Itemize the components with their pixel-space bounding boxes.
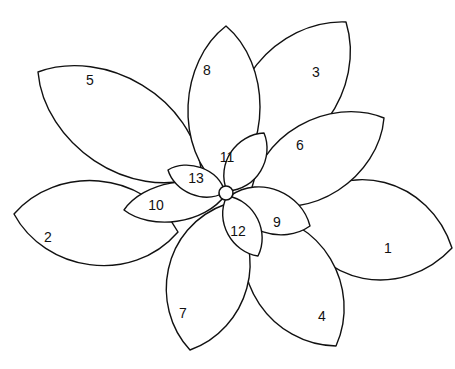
callout-number: 7: [179, 306, 187, 320]
callout-number: 3: [312, 65, 320, 79]
callout-number: 2: [44, 230, 52, 244]
petal: [38, 66, 202, 183]
callout-number: 5: [86, 73, 94, 87]
callout-number: 9: [273, 215, 281, 229]
callout-number: 4: [318, 309, 326, 323]
callout-number: 8: [203, 63, 211, 77]
callout-number: 11: [220, 150, 235, 164]
petal: [166, 204, 250, 350]
petal: [168, 165, 225, 197]
callout-number: 1: [384, 241, 392, 255]
callout-number: 6: [296, 138, 304, 152]
callout-number: 13: [188, 171, 204, 185]
flower-center: [219, 186, 233, 200]
callout-number: 12: [230, 224, 246, 238]
callout-number: 10: [148, 198, 164, 212]
petal: [223, 196, 262, 256]
